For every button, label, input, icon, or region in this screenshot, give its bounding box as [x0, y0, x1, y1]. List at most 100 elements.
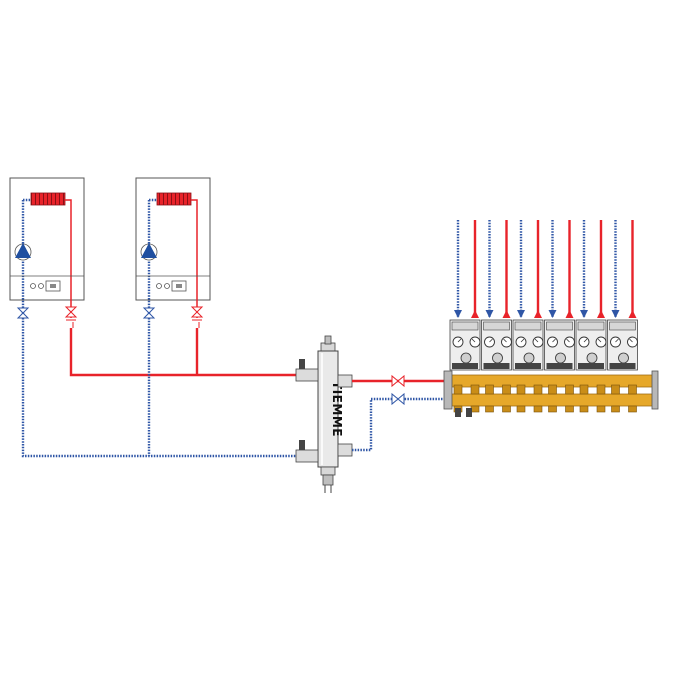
pump-group-top — [609, 321, 636, 331]
valve-icon — [16, 307, 30, 319]
header-connection — [516, 384, 526, 395]
header-connection — [453, 384, 463, 395]
control-knob — [164, 283, 170, 289]
arrow-down-icon — [454, 310, 462, 318]
pump-group-top — [451, 321, 479, 331]
gauge-needle — [583, 338, 588, 343]
pump-group-top — [546, 321, 573, 331]
arrow-up-icon — [471, 310, 479, 318]
control-knob — [156, 283, 162, 289]
drain-valve-icon — [466, 408, 472, 417]
pump-group-base — [546, 363, 573, 369]
separator-outlet-fitting — [337, 374, 353, 388]
arrow-down-icon — [548, 310, 557, 318]
ball-valve-handle — [299, 440, 305, 450]
pump-icon — [586, 352, 598, 364]
pump-group-top — [483, 321, 510, 331]
header-connection — [628, 405, 637, 413]
separator-air-vent — [324, 335, 332, 345]
hot-supply-pipe — [69, 328, 298, 377]
pump-icon — [460, 352, 472, 364]
cold-return-pipe — [21, 318, 298, 458]
pump-group-top — [577, 321, 605, 331]
manifold-end-bracket — [443, 370, 453, 410]
header-connection — [628, 384, 637, 395]
check-valve-icon — [190, 306, 204, 328]
arrow-up-icon — [597, 310, 605, 318]
pump-group-base — [483, 363, 510, 369]
pump-group-top — [514, 321, 542, 331]
separator-drain — [322, 474, 334, 486]
gauge-needle — [457, 338, 462, 343]
header-connection — [485, 405, 494, 413]
boiler-display-inner — [176, 284, 182, 288]
header-connection — [611, 384, 620, 395]
pump-icon — [492, 352, 503, 364]
pump-group-base — [578, 363, 604, 369]
boiler-internal-hot-pipe — [191, 199, 198, 318]
gauge-needle — [615, 338, 619, 343]
header-connection — [548, 384, 557, 395]
secondary-piping — [352, 374, 450, 452]
drain-valve-icon — [455, 408, 461, 417]
boiler-internal-hot-pipe — [65, 199, 72, 318]
arrow-up-icon — [502, 310, 511, 318]
pump-group-base — [452, 363, 478, 369]
arrow-up-icon — [565, 310, 574, 318]
valve-icon — [391, 392, 405, 406]
boiler-display-inner — [50, 284, 56, 288]
pump-group-base — [609, 363, 636, 369]
arrow-down-icon — [611, 310, 620, 318]
gauge-needle — [629, 338, 633, 343]
separator-inlet-fitting — [295, 368, 319, 382]
header-connection — [516, 405, 526, 413]
brand-label: TIEMME — [330, 381, 344, 437]
header-connection — [611, 405, 620, 413]
header-connection — [533, 405, 543, 413]
heat-exchanger-icon — [156, 192, 192, 206]
header-connection — [548, 405, 557, 413]
separator-inlet-fitting — [295, 449, 319, 463]
boiler-2 — [135, 177, 211, 328]
control-knob — [38, 283, 44, 289]
pump-icon — [523, 352, 535, 364]
header-connection — [502, 384, 511, 395]
header-connection — [565, 405, 574, 413]
arrow-up-icon — [534, 310, 542, 318]
boiler-1 — [9, 177, 85, 328]
pump-icon — [618, 352, 629, 364]
header-connection — [579, 405, 589, 413]
heat-exchanger-icon — [30, 192, 66, 206]
header-connection — [485, 384, 494, 395]
pump-icon — [140, 243, 158, 261]
valve-icon — [142, 307, 156, 319]
valve-icon — [391, 374, 405, 388]
separator-bottom-cap — [320, 466, 336, 476]
arrow-up-icon — [628, 310, 637, 318]
pump-icon — [14, 243, 32, 261]
gauge-needle — [597, 338, 602, 343]
arrow-down-icon — [485, 310, 494, 318]
header-connection — [579, 384, 589, 395]
pump-icon — [555, 352, 566, 364]
ball-valve-handle — [299, 359, 305, 369]
hydraulic-separator-icon: TIEMME — [295, 335, 353, 493]
header-connection — [565, 384, 574, 395]
gauge-needle — [471, 338, 476, 343]
primary-piping — [21, 318, 298, 458]
header-connection — [596, 384, 606, 395]
cold-return-pipe — [352, 397, 450, 452]
manifold-end-bracket — [651, 370, 659, 410]
gauge-needle — [566, 338, 570, 343]
gauge-needle — [534, 338, 539, 343]
header-connection — [502, 405, 511, 413]
header-connection — [533, 384, 543, 395]
arrow-down-icon — [517, 310, 525, 318]
check-valve-icon — [64, 306, 78, 328]
header-connection — [470, 405, 480, 413]
gauge-needle — [489, 338, 493, 343]
gauge-needle — [520, 338, 525, 343]
control-knob — [30, 283, 36, 289]
